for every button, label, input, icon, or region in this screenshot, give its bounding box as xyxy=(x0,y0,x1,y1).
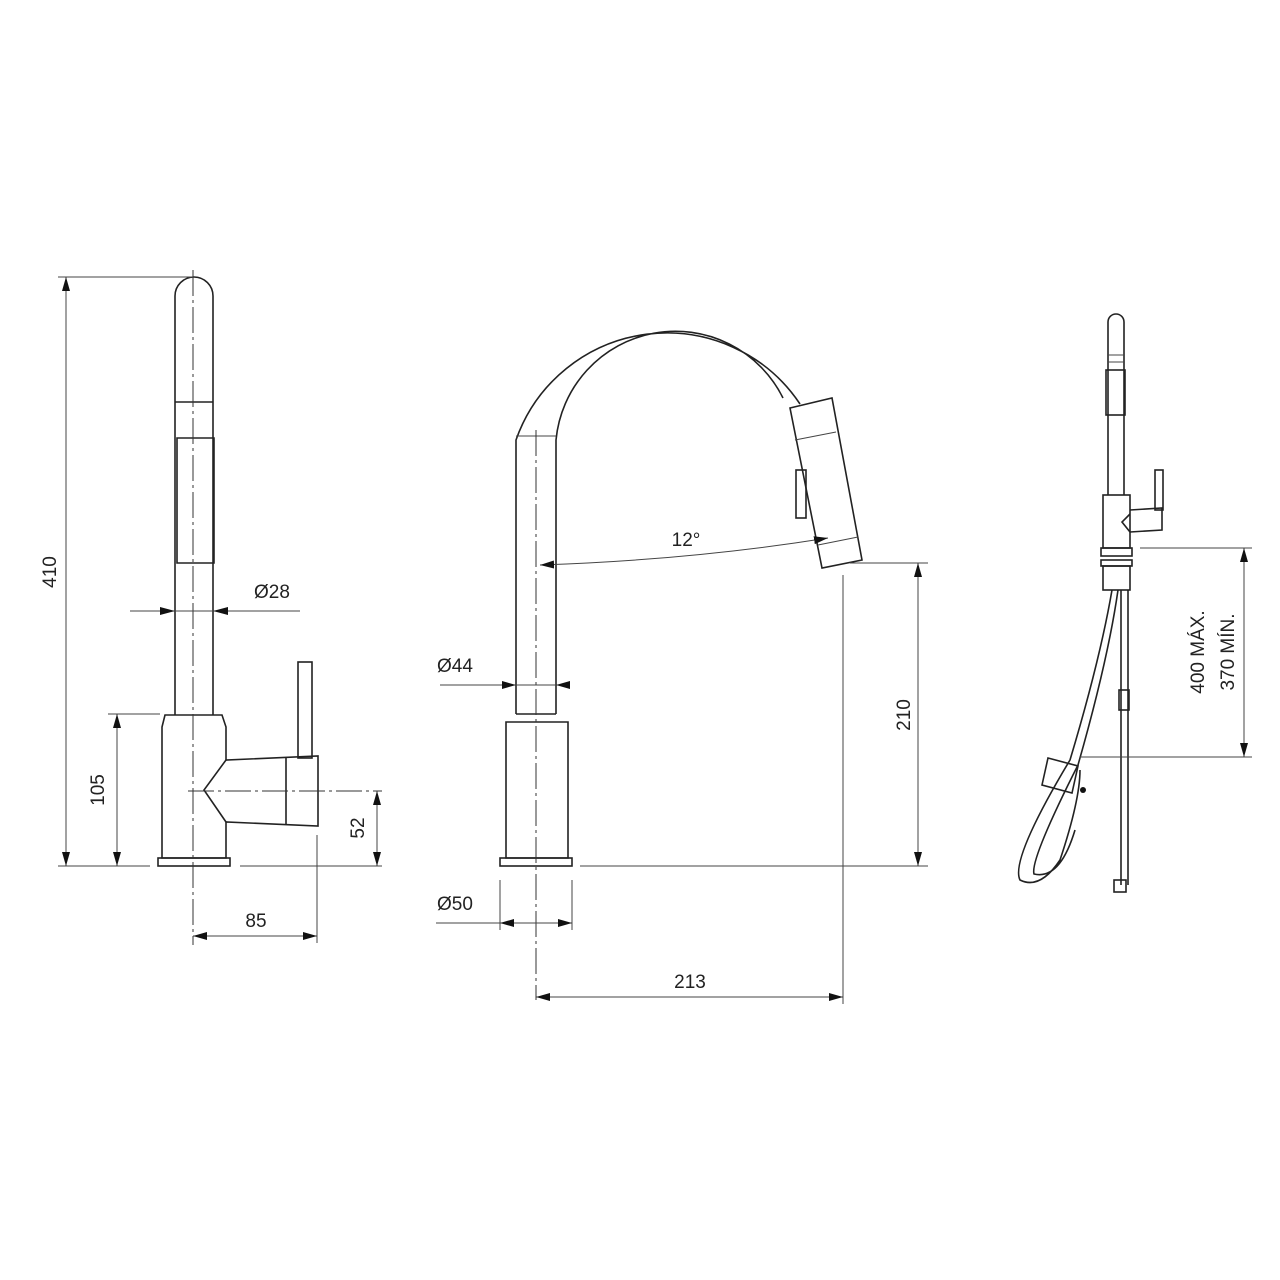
installed-nut xyxy=(1102,565,1131,591)
installed-body xyxy=(1102,494,1131,549)
front-gooseneck xyxy=(515,330,801,714)
front-spray-head xyxy=(789,397,863,569)
side-body xyxy=(161,714,319,859)
spout-angle-label: 12° xyxy=(672,530,701,551)
handle-reach-label: 85 xyxy=(245,911,266,932)
side-spout xyxy=(174,276,214,715)
hose-max-label: 400 MÁX. xyxy=(1188,610,1209,693)
height-410-label: 410 xyxy=(40,556,61,588)
side-sleeve xyxy=(176,437,215,564)
supply-line xyxy=(1120,590,1129,885)
outlet-height-label: 210 xyxy=(894,699,915,731)
spray-button xyxy=(795,469,807,519)
hose xyxy=(1017,589,1119,884)
installed-sleeve xyxy=(1105,369,1126,416)
front-view: Ø44 Ø50 12° 210 213 xyxy=(436,330,928,1004)
handle-height-label: 52 xyxy=(348,817,369,838)
base-diameter-label: Ø50 xyxy=(437,894,473,915)
body-height-label: 105 xyxy=(88,774,109,806)
hose-weight xyxy=(1041,757,1079,794)
pipe-diameter-label: Ø44 xyxy=(437,656,473,677)
hose-min-label: 370 MÍN. xyxy=(1218,613,1239,690)
reach-label: 213 xyxy=(674,972,706,993)
installed-lever xyxy=(1154,469,1164,511)
side-view: 410 105 52 85 Ø28 xyxy=(40,270,382,945)
installed-view: 400 MÁX. 370 MÍN. xyxy=(1017,313,1252,893)
front-body xyxy=(505,713,569,859)
side-connector xyxy=(203,759,227,823)
side-lever xyxy=(297,661,313,759)
installed-spout xyxy=(1107,313,1125,495)
side-base xyxy=(157,857,231,867)
spout-diameter-label: Ø28 xyxy=(254,582,290,603)
